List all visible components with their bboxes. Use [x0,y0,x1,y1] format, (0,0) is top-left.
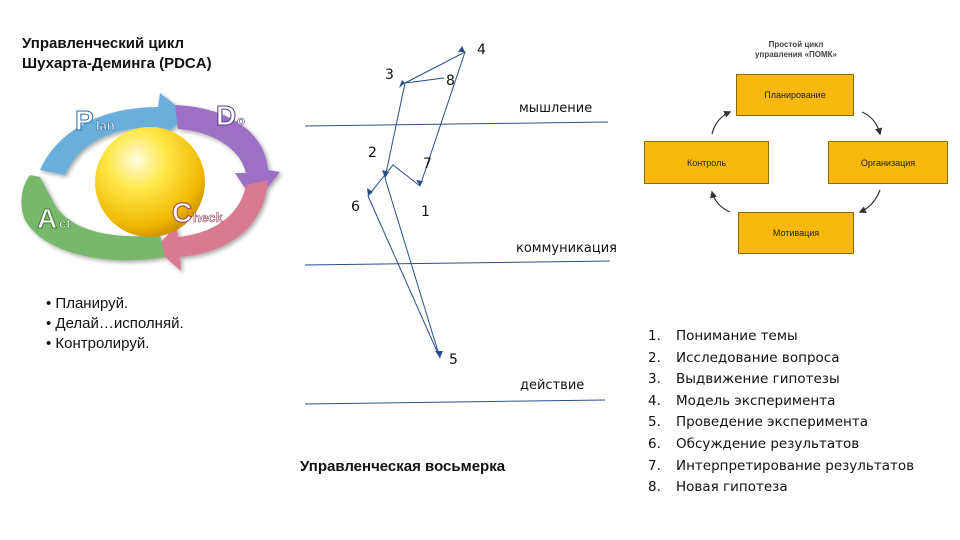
step-text: Проведение эксперимента [676,414,868,431]
step-text: Интерпретирование результатов [676,457,915,474]
step-text: Обсуждение результатов [676,435,860,452]
cycle-arrow-control-planning [711,110,732,135]
step-number: 4. [648,392,661,409]
level-line-action [304,399,606,405]
step-text: Выдвижение гипотезы [676,371,840,388]
pdca-bullets: • Планируй. • Делай…исполняй. • Контроли… [46,294,184,354]
level-communication: коммуникация [516,241,617,256]
steps-list: 1.Понимание темы 2.Исследование вопроса … [648,326,914,499]
cycle-subtitle: Простой цикл управления «ПОМК» [733,40,859,60]
eight-label-6: 6 [351,199,360,215]
list-item: 4. Модель эксперимента [648,391,914,413]
level-thinking: мышление [519,101,593,116]
cycle-arrow-planning-organization [861,111,883,136]
level-line-communication [304,260,611,266]
arrow-1 [416,180,423,186]
plan-cap: P [75,105,94,136]
step-text: Понимание темы [676,328,798,344]
step-text: Модель эксперимента [676,392,836,409]
eight-path-lower [367,164,421,197]
act-cap: A [37,203,57,234]
step-number: 2. [648,349,661,366]
step-number: 7. [648,457,661,474]
list-item: 7. Интерпретирование результатов [648,456,914,478]
eight-label-4: 4 [477,42,486,58]
pdca-title-line2: Шухарта-Деминга (PDCA) [22,55,212,72]
pdca-do-segment [175,105,280,203]
step-number: 6. [648,435,661,452]
bullet-item: • Планируй. [46,295,129,312]
pdca-plan-segment [40,93,188,175]
plan-rest: lan [96,118,115,133]
cycle-arrow-organization-motivation [858,189,881,214]
do-rest: o [237,113,245,128]
box-organization: Организация [828,141,948,184]
cycle-arrow-motivation-control [710,190,731,213]
step-number: 8. [648,479,661,496]
list-item: 1. Понимание темы [648,326,914,348]
box-control: Контроль [644,141,769,184]
step-number: 3. [648,371,661,388]
list-item: 3. Выдвижение гипотезы [648,369,914,391]
pdca-wheel: P lan D o C heck A ct [21,93,280,271]
check-rest: heck [193,210,223,225]
bullet-item: • Делай…исполняй. [46,315,184,332]
eight-label-1: 1 [421,204,430,220]
pdca-check-segment [155,180,268,271]
list-item: 2. Исследование вопроса [648,348,914,370]
level-action: действие [520,378,585,393]
step-text: Новая гипотеза [676,479,788,496]
level-line-thinking [304,121,609,127]
list-item: 5. Проведение эксперимента [648,412,914,434]
pdca-title-line1: Управленческий цикл [22,35,185,52]
eight-label-3: 3 [385,67,394,83]
bullet-item: • Контролируй. [46,335,150,352]
arrow-4 [458,46,465,52]
act-rest: ct [59,216,71,231]
pdca-title: Управленческий цикл Шухарта-Деминга (PDC… [22,34,212,74]
path-6-5 [367,195,441,359]
box-motivation: Мотивация [738,212,854,254]
check-cap: C [172,197,192,228]
cycle-subtitle-line1: Простой цикл [768,40,824,49]
eight-label-7: 7 [423,156,432,172]
do-cap: D [216,100,236,131]
arrow-5 [435,351,443,358]
pdca-act-segment [21,175,165,261]
eight-path-3-8 [404,77,445,84]
list-item: 8. Новая гипотеза [648,477,914,499]
eight-label-8: 8 [446,73,455,89]
step-number: 1. [648,328,661,344]
step-text: Исследование вопроса [676,349,840,366]
arrow-6 [367,188,373,196]
cycle-subtitle-line2: управления «ПОМК» [755,50,837,59]
eight-label-5: 5 [449,352,458,368]
arrow-3 [399,80,405,88]
box-planning: Планирование [736,74,854,116]
eight-label-2: 2 [368,145,377,161]
list-item: 6. Обсуждение результатов [648,434,914,456]
pdca-center-sphere [95,127,205,237]
arrow-2 [382,170,389,178]
eight-caption: Управленческая восьмерка [300,458,506,475]
step-number: 5. [648,414,661,431]
